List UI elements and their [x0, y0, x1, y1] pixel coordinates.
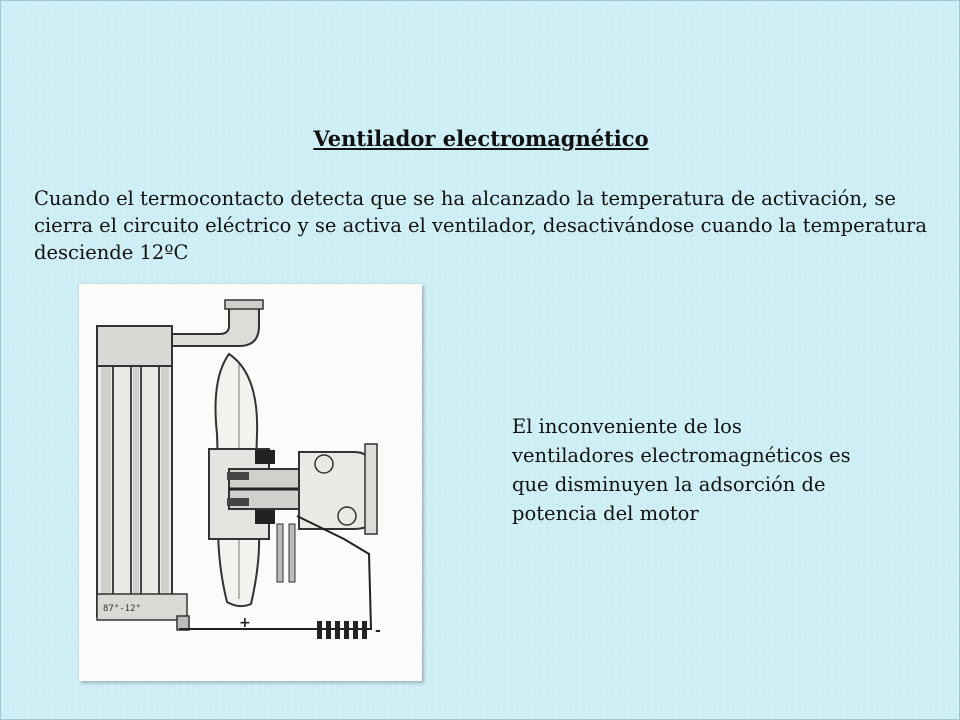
side-note-paragraph: El inconveniente de los ventiladores ele… — [512, 415, 851, 525]
fan-diagram-drawing: 87°-12° + — [96, 299, 381, 639]
thermostat-label: 87°-12° — [103, 604, 141, 614]
battery-icon — [317, 621, 367, 639]
slide-title: Ventilador electromagnético — [313, 126, 649, 151]
minus-symbol: - — [375, 623, 381, 639]
plus-symbol: + — [239, 615, 251, 631]
description-paragraph: Cuando el termocontacto detecta que se h… — [34, 187, 927, 264]
fan-diagram-image: 87°-12° + — [79, 284, 422, 681]
